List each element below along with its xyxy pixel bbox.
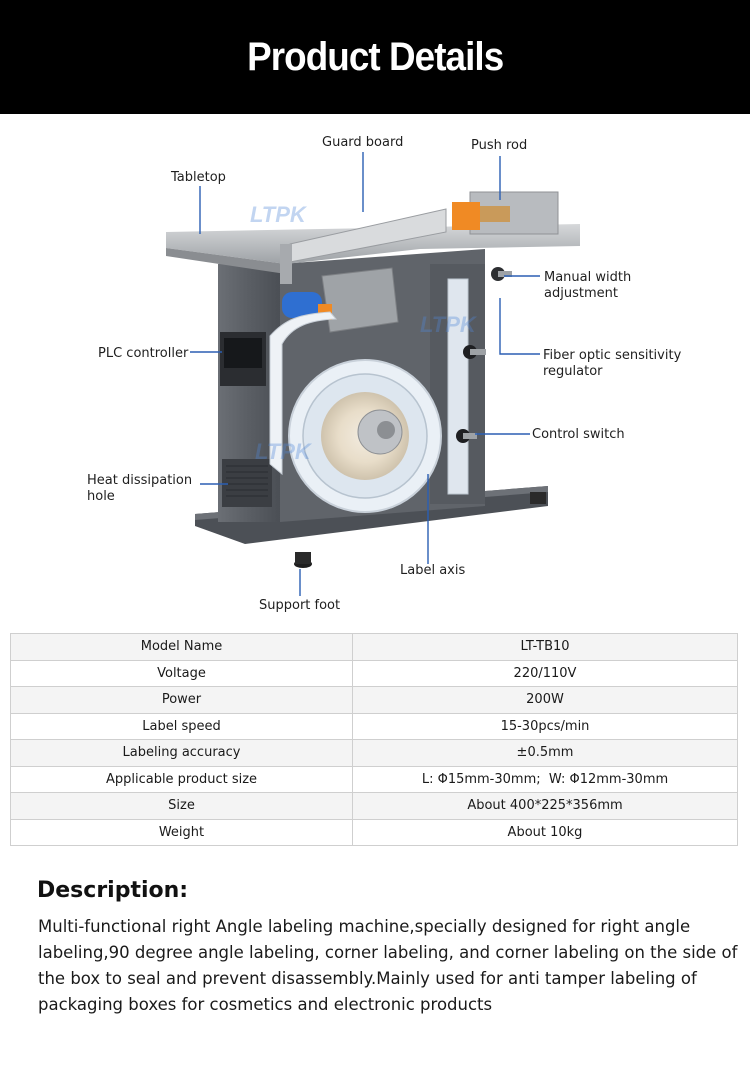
heat-dissipation-grille: [226, 465, 268, 497]
spec-label: Weight: [10, 818, 353, 846]
machine-illustration: LTPK LTPK LTPK: [166, 152, 580, 596]
callout-plc-controller: PLC controller: [98, 346, 189, 361]
spec-label: Voltage: [10, 659, 353, 687]
spec-label: Power: [10, 686, 353, 714]
callout-push-rod: Push rod: [471, 138, 528, 153]
spec-label: Size: [10, 792, 353, 820]
callout-control-switch: Control switch: [532, 427, 625, 442]
spec-value: L: Φ15mm-30mm; W: Φ12mm-30mm: [352, 765, 738, 793]
callout-fiber-optic-regulator: Fiber optic sensitivity regulator: [543, 348, 682, 379]
spec-value: ±0.5mm: [352, 739, 738, 767]
callout-manual-width-adjustment: Manual width adjustment: [544, 270, 632, 301]
spec-value: 15-30pcs/min: [352, 712, 738, 740]
spec-value: 200W: [352, 686, 738, 714]
callout-guard-board: Guard board: [322, 135, 404, 150]
spec-value: 220/110V: [352, 659, 738, 687]
machine-diagram: LTPK LTPK LTPK Guard board Push rod Tabl…: [0, 114, 750, 624]
callout-tabletop: Tabletop: [171, 170, 226, 185]
description-heading: Description:: [37, 878, 189, 903]
header-banner: Product Details: [0, 0, 750, 114]
spec-label: Labeling accuracy: [10, 739, 353, 767]
leader-lines: [190, 152, 540, 596]
callout-label-axis: Label axis: [400, 563, 466, 578]
spec-value: LT-TB10: [352, 633, 738, 661]
callout-support-foot: Support foot: [259, 598, 341, 613]
spec-value: About 400*225*356mm: [352, 792, 738, 820]
description-body: Multi-functional right Angle labeling ma…: [38, 917, 738, 1014]
callout-heat-dissipation-hole: Heat dissipation hole: [87, 473, 193, 504]
table-row: Labeling accuracy±0.5mm: [10, 739, 738, 767]
watermark-bottom: LTPK: [255, 439, 313, 464]
page-title: Product Details: [246, 34, 504, 79]
label-axis-hub: [377, 421, 395, 439]
spec-label: Model Name: [10, 633, 353, 661]
watermark-top: LTPK: [250, 202, 308, 227]
spec-label: Applicable product size: [10, 765, 353, 793]
watermark-middle: LTPK: [420, 312, 478, 337]
spec-value: About 10kg: [352, 818, 738, 846]
spec-label: Label speed: [10, 712, 353, 740]
